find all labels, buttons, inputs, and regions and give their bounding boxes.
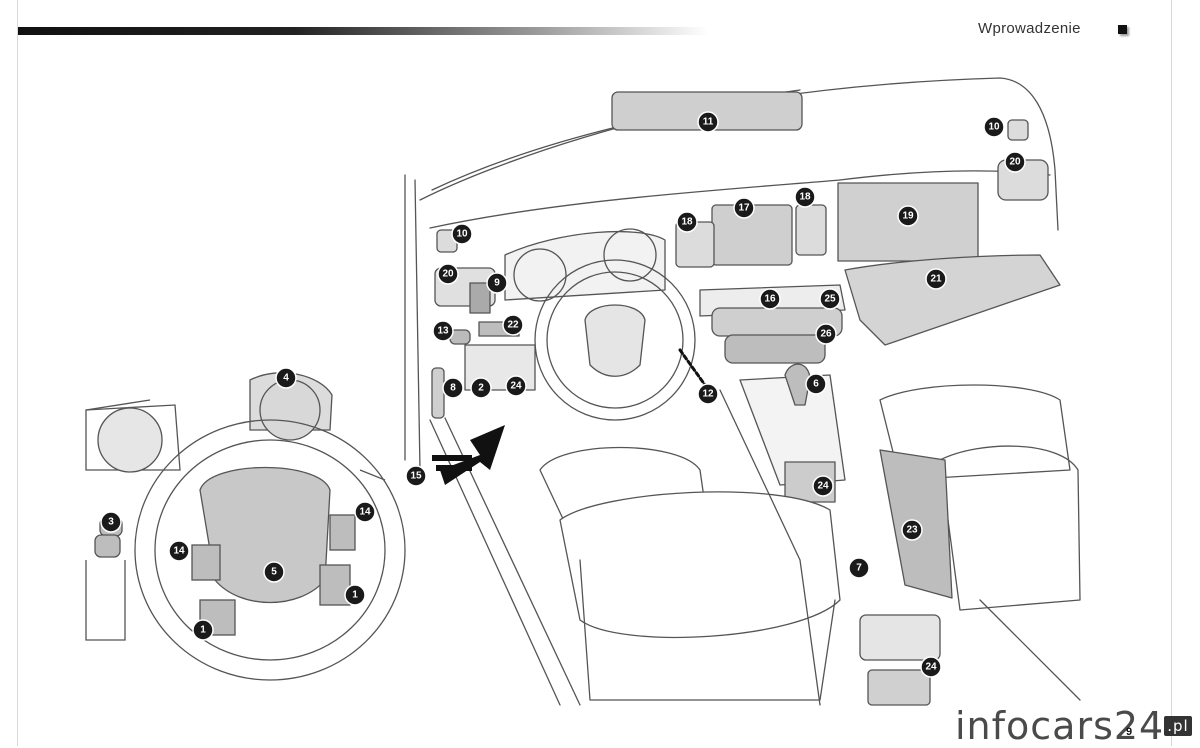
svg-text:5: 5: [271, 567, 277, 578]
callout-22: 22: [502, 314, 524, 336]
callout-24-console: 24: [812, 475, 834, 497]
svg-text:12: 12: [702, 389, 714, 400]
callout-10-left: 10: [451, 223, 473, 245]
callout-18-left: 18: [676, 211, 698, 233]
svg-text:3: 3: [108, 517, 114, 528]
svg-text:2: 2: [478, 383, 484, 394]
callout-18-right: 18: [794, 186, 816, 208]
callout-7: 7: [848, 557, 870, 579]
callout-9: 9: [486, 272, 508, 294]
svg-text:15: 15: [410, 471, 422, 482]
callout-2: 2: [470, 377, 492, 399]
callout-4: 4: [275, 367, 297, 389]
callout-6: 6: [805, 373, 827, 395]
callout-1-left: 1: [192, 619, 214, 641]
callout-8: 8: [442, 377, 464, 399]
callout-20-left: 20: [437, 263, 459, 285]
svg-text:17: 17: [738, 203, 750, 214]
callout-24-rear: 24: [920, 656, 942, 678]
svg-text:18: 18: [681, 217, 693, 228]
direction-arrow: [432, 425, 505, 485]
svg-text:24: 24: [510, 381, 522, 392]
svg-text:24: 24: [925, 662, 937, 673]
svg-text:21: 21: [930, 274, 942, 285]
callout-1-right: 1: [344, 584, 366, 606]
callout-15: 15: [405, 465, 427, 487]
header-gradient-bar: [18, 27, 708, 35]
page-number: 9: [1126, 726, 1133, 738]
callout-5: 5: [263, 561, 285, 583]
watermark-logo: infocars24.pl: [955, 706, 1192, 746]
callout-23: 23: [901, 519, 923, 541]
watermark-text: infocars24: [955, 704, 1165, 748]
svg-text:4: 4: [283, 373, 289, 384]
callout-14-right: 14: [354, 501, 376, 523]
svg-text:19: 19: [902, 211, 914, 222]
svg-text:11: 11: [703, 117, 714, 128]
svg-text:10: 10: [456, 229, 468, 240]
svg-text:8: 8: [450, 383, 456, 394]
svg-text:25: 25: [824, 294, 836, 305]
callout-21: 21: [925, 268, 947, 290]
callout-26: 26: [815, 323, 837, 345]
svg-text:22: 22: [507, 320, 519, 331]
callout-16: 16: [759, 288, 781, 310]
svg-text:26: 26: [820, 329, 832, 340]
steering-inset: [85, 372, 406, 681]
callout-13: 13: [432, 320, 454, 342]
callout-10-right: 10: [983, 116, 1005, 138]
left-gutter: [0, 0, 17, 746]
watermark-tld: .pl: [1164, 716, 1192, 736]
svg-text:20: 20: [442, 269, 454, 280]
svg-text:6: 6: [813, 379, 819, 390]
section-title: Wprowadzenie: [978, 20, 1081, 37]
callout-25: 25: [819, 288, 841, 310]
section-marker-square: [1118, 25, 1127, 34]
callout-14-left: 14: [168, 540, 190, 562]
svg-text:23: 23: [906, 525, 918, 536]
svg-text:18: 18: [799, 192, 811, 203]
callout-19: 19: [897, 205, 919, 227]
svg-text:16: 16: [764, 294, 776, 305]
callout-12: 12: [697, 383, 719, 405]
callout-17: 17: [733, 197, 755, 219]
svg-text:20: 20: [1009, 157, 1021, 168]
svg-text:9: 9: [494, 278, 500, 289]
callout-11: 11: [697, 111, 719, 133]
svg-text:1: 1: [200, 625, 206, 636]
svg-text:1: 1: [352, 590, 358, 601]
callout-24-dash: 24: [505, 375, 527, 397]
svg-text:10: 10: [988, 122, 1000, 133]
svg-text:7: 7: [856, 563, 862, 574]
callout-3: 3: [100, 511, 122, 533]
svg-text:14: 14: [173, 546, 185, 557]
svg-text:14: 14: [359, 507, 371, 518]
callout-20-right: 20: [1004, 151, 1026, 173]
svg-text:13: 13: [437, 326, 449, 337]
svg-text:24: 24: [817, 481, 829, 492]
